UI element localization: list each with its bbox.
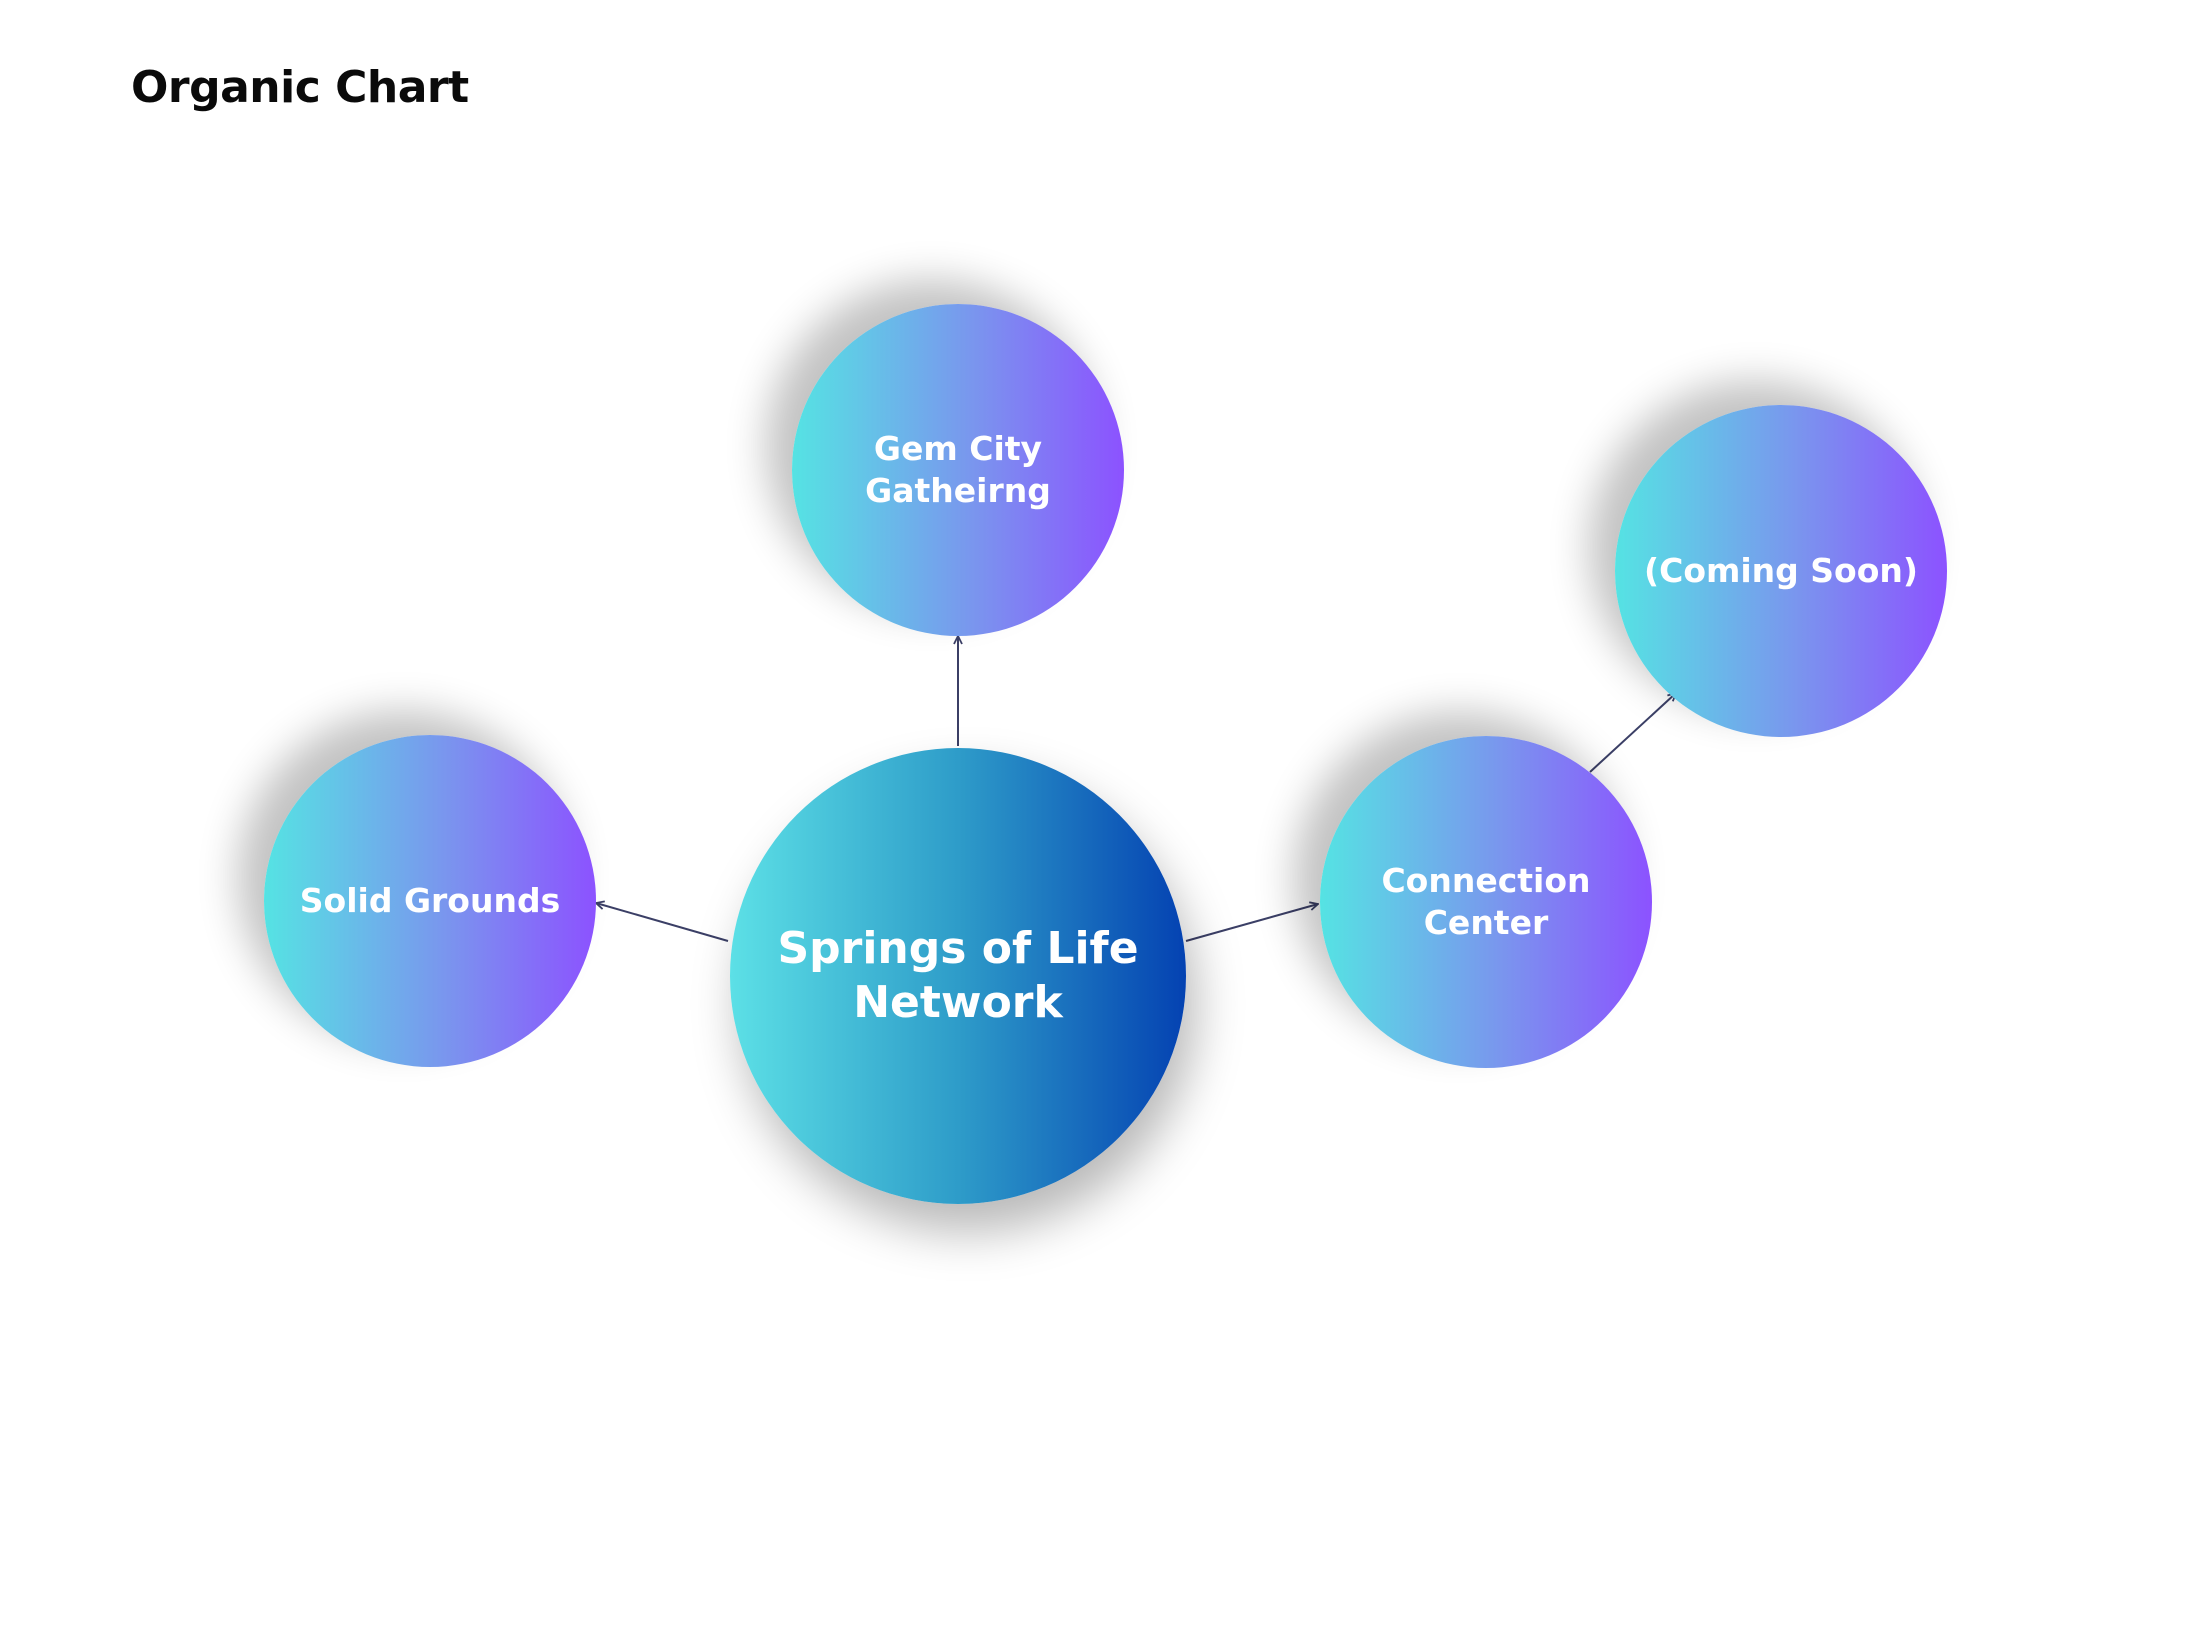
node-solid-grounds[interactable]: Solid Grounds — [264, 735, 596, 1067]
node-connection-center[interactable]: Connection Center — [1320, 736, 1652, 1068]
edge-connection-center-to-coming-soon — [1589, 693, 1676, 773]
node-label: (Coming Soon) — [1644, 550, 1918, 590]
edge-center-to-connection-center — [1185, 904, 1318, 942]
page-title: Organic Chart — [131, 62, 469, 113]
node-label: Gem City Gatheirng — [865, 428, 1051, 510]
node-gem-city-gathering[interactable]: Gem City Gatheirng — [792, 304, 1124, 636]
edge-center-to-solid-grounds — [596, 903, 729, 942]
node-label: Springs of Life Network — [777, 923, 1139, 1028]
node-springs-of-life-network[interactable]: Springs of Life Network — [730, 748, 1186, 1204]
node-label: Connection Center — [1381, 860, 1591, 942]
node-coming-soon[interactable]: (Coming Soon) — [1615, 405, 1947, 737]
node-label: Solid Grounds — [299, 880, 561, 920]
